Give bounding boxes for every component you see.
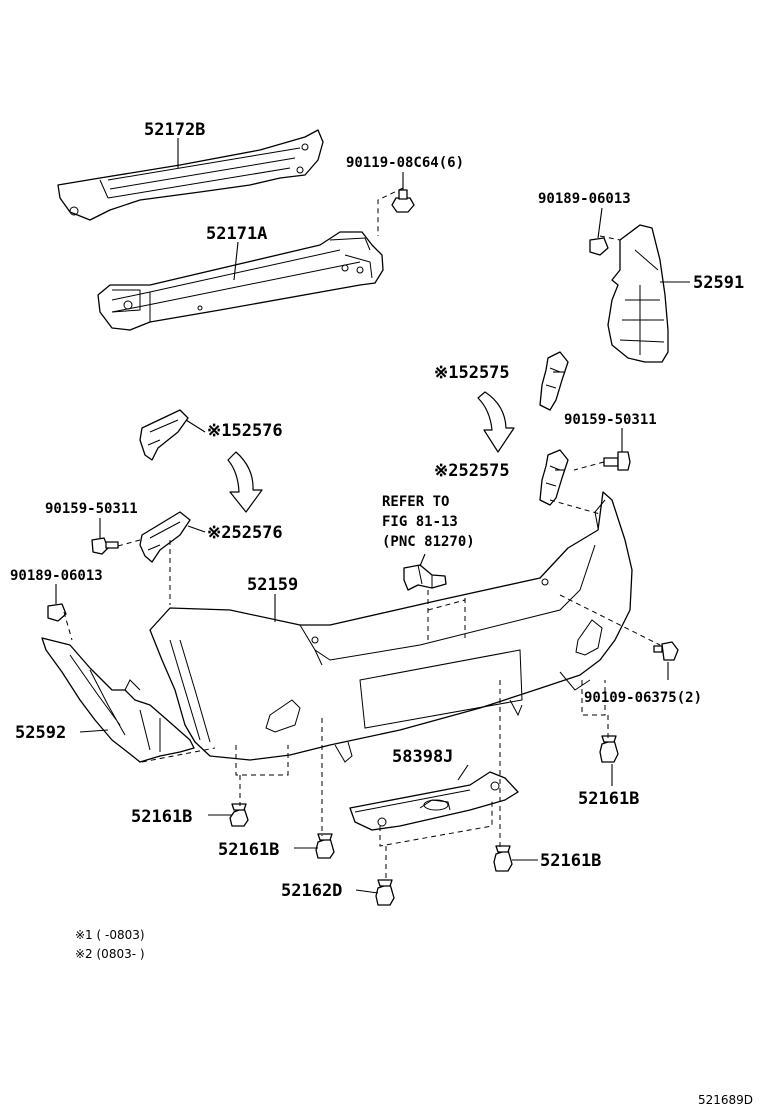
label-52575-2: ※252575 (434, 461, 510, 481)
label-90189-06013-left: 90189-06013 (10, 568, 103, 584)
label-52161b-center: 52161B (218, 840, 279, 860)
label-90109-06375: 90109-06375(2) (584, 690, 702, 706)
nut-90189-06013-right[interactable] (589, 237, 609, 256)
label-52172b: 52172B (144, 120, 205, 140)
screw-90109-06375[interactable] (653, 641, 679, 661)
label-52575-1: ※152575 (434, 363, 510, 383)
label-52161b-right: 52161B (578, 789, 639, 809)
label-58398j: 58398J (392, 747, 453, 767)
part-52575-bracket-upper[interactable] (539, 351, 569, 411)
part-52576-bracket-lower[interactable] (139, 511, 191, 563)
bolt-90159-50311-right[interactable] (603, 451, 631, 471)
label-52576-2: ※252576 (207, 523, 283, 543)
label-52162d: 52162D (281, 881, 342, 901)
part-refer-fig-81-13[interactable] (403, 564, 447, 591)
label-52159: 52159 (247, 575, 298, 595)
label-52161b-bottom-right: 52161B (540, 851, 601, 871)
label-90119-08c64: 90119-08C64(6) (346, 155, 464, 171)
part-52575-bracket-lower[interactable] (539, 449, 569, 506)
bolt-90159-50311-left[interactable] (91, 537, 119, 555)
part-52171a-reinforcement[interactable] (97, 231, 384, 331)
label-fig-81-13: FIG 81-13 (382, 514, 458, 530)
footnote-2: ※2 (0803- ) (75, 947, 145, 961)
label-52576-1: ※152576 (207, 421, 283, 441)
assembly-dashed-lines (63, 187, 661, 880)
sequence-arrow-left (227, 451, 263, 513)
clip-52161b-right[interactable] (599, 735, 619, 763)
label-90159-50311-right: 90159-50311 (564, 412, 657, 428)
part-52172b-reinforcement[interactable] (57, 129, 324, 221)
label-pnc-81270: (PNC 81270) (382, 534, 475, 550)
part-labels: 52172B 52171A 90119-08C64(6) 90189-06013… (10, 120, 744, 901)
part-52576-bracket-upper[interactable] (139, 409, 189, 461)
clip-52161b-center[interactable] (315, 833, 335, 859)
label-90189-06013-right: 90189-06013 (538, 191, 631, 207)
footnotes: ※1 ( -0803) ※2 (0803- ) (75, 928, 145, 961)
part-58398j-cover[interactable] (349, 771, 519, 831)
clip-52161b-left[interactable] (229, 803, 249, 827)
bolt-90119-08c64[interactable] (391, 189, 415, 213)
sequence-arrow-right (477, 391, 515, 453)
figure-code: 521689D (698, 1093, 753, 1107)
label-52171a: 52171A (206, 224, 267, 244)
part-52591-retainer[interactable] (607, 224, 669, 363)
label-refer-to: REFER TO (382, 494, 449, 510)
nut-90189-06013-left[interactable] (47, 603, 67, 622)
clip-52162d[interactable] (375, 879, 395, 906)
footnote-1: ※1 ( -0803) (75, 928, 145, 942)
part-52592-retainer[interactable] (41, 637, 195, 763)
label-52161b-left: 52161B (131, 807, 192, 827)
clip-52161b-bottom-right[interactable] (493, 845, 513, 872)
label-90159-50311-left: 90159-50311 (45, 501, 138, 517)
part-52159-bumper-cover[interactable] (149, 491, 633, 763)
label-52591: 52591 (693, 273, 744, 293)
leader-lines (55, 138, 690, 894)
label-52592: 52592 (15, 723, 66, 743)
